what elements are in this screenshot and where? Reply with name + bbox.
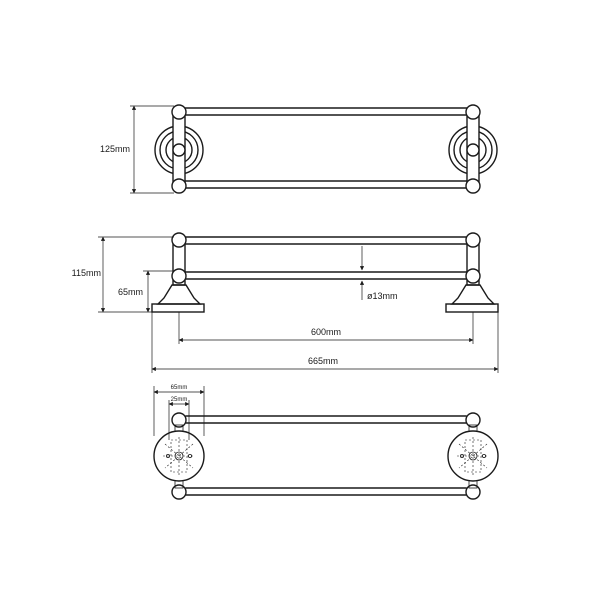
- rear-view: 65mm 25mm: [153, 385, 499, 500]
- dimension-label-65: 65mm: [118, 287, 143, 297]
- height-dimension-115: 115mm: [72, 236, 174, 313]
- plate-width-dimension: 65mm: [153, 385, 205, 436]
- height-dimension-65: 65mm: [118, 270, 173, 313]
- right-bracket: [445, 232, 499, 313]
- fix-spacing-dimension: 25mm: [168, 397, 190, 440]
- dimension-label-125: 125mm: [100, 144, 130, 154]
- side-view: 115mm 65mm ø13mm 600mm 665mm: [72, 232, 499, 373]
- upper-bar: [179, 236, 473, 245]
- length-dimension-600: 600mm: [178, 312, 474, 344]
- dimension-label-plate-65: 65mm: [171, 385, 188, 391]
- right-wall-plate: [448, 104, 498, 194]
- dimension-label-diameter: ø13mm: [367, 291, 398, 301]
- lower-rail: [177, 180, 475, 189]
- left-fixing-plate: [153, 412, 205, 500]
- dimension-label-115: 115mm: [72, 268, 101, 278]
- rear-lower-rail: [183, 487, 469, 496]
- left-wall-plate: [154, 104, 204, 194]
- dimension-label-665: 665mm: [308, 356, 338, 366]
- diameter-dimension: ø13mm: [359, 246, 398, 301]
- dimension-label-600: 600mm: [311, 327, 341, 337]
- right-fixing-plate: [447, 412, 499, 500]
- dimension-label-spacing-25: 25mm: [171, 397, 188, 403]
- left-bracket: [151, 232, 205, 313]
- lower-bar: [179, 271, 473, 280]
- upper-rail: [177, 107, 475, 116]
- length-dimension-665: 665mm: [151, 312, 499, 373]
- height-dimension-125: 125mm: [100, 105, 174, 194]
- rear-upper-rail: [183, 415, 469, 424]
- front-view: 125mm: [100, 104, 498, 194]
